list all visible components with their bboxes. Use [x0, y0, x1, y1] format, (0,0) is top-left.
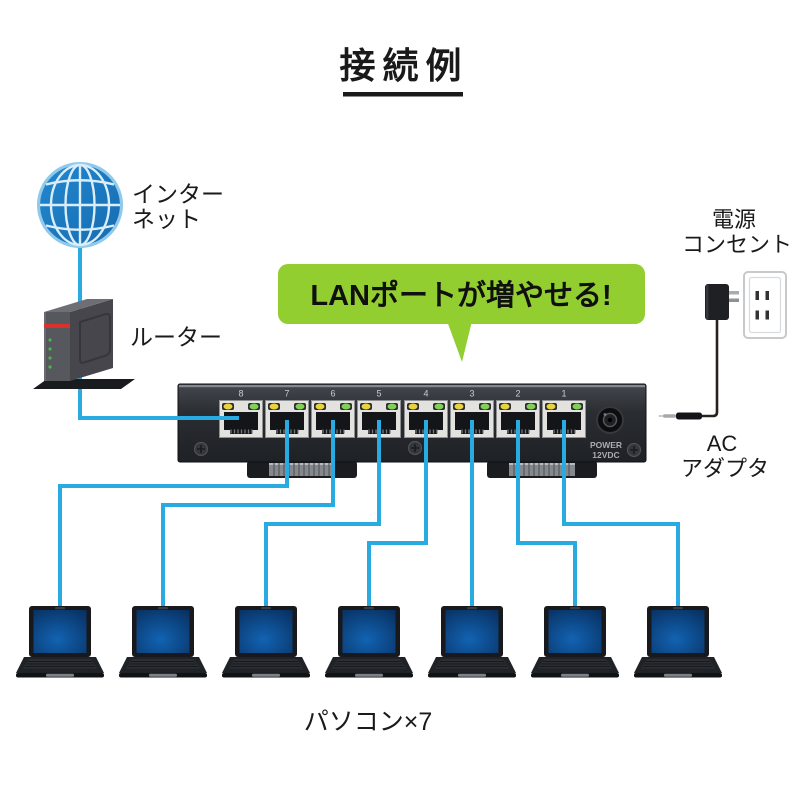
port-number-8: 8 — [238, 389, 243, 399]
callout-text: LANポートが増やせる! — [310, 278, 611, 312]
switch-foot-left — [246, 460, 358, 479]
wall-outlet-icon — [743, 271, 787, 339]
cable-port4-pc4 — [367, 420, 428, 614]
laptops — [15, 605, 723, 678]
laptop-icon-7 — [633, 605, 723, 678]
screw-icon — [193, 441, 209, 457]
router-icon — [33, 299, 135, 389]
port-number-3: 3 — [469, 389, 474, 399]
callout-rect — [278, 264, 645, 324]
port-number-6: 6 — [330, 389, 335, 399]
router-label: ルーター — [130, 324, 222, 350]
laptop-icon-5 — [427, 605, 517, 678]
port-number-4: 4 — [423, 389, 428, 399]
ac-adapter-label-line1: AC — [707, 431, 738, 456]
outlet-label-line2: コンセント — [682, 232, 792, 257]
ac-adapter-icon — [658, 284, 739, 420]
internet-globe-icon — [37, 162, 123, 248]
power-jack — [596, 406, 624, 434]
screw-icon — [407, 440, 423, 456]
port-number-7: 7 — [284, 389, 289, 399]
internet-label-line2: ネット — [132, 206, 201, 232]
cable-port6-pc2 — [161, 420, 335, 614]
cable-port7-pc1 — [58, 420, 289, 614]
outlet-label-line1: 電源 — [712, 207, 756, 232]
title-underline — [343, 92, 463, 97]
port-number-2: 2 — [515, 389, 520, 399]
cable-port5-pc3 — [264, 420, 381, 614]
router-red-stripe — [44, 324, 70, 328]
screw-icon — [626, 442, 642, 458]
port-number-5: 5 — [376, 389, 381, 399]
ac-adapter-label-line2: アダプタ — [681, 456, 769, 481]
laptop-icon-4 — [324, 605, 414, 678]
power-label-line1: POWER — [590, 440, 622, 450]
switch-foot-right — [486, 460, 598, 479]
internet-label-line1: インター — [132, 181, 224, 207]
laptop-icon-6 — [530, 605, 620, 678]
adapter-cord — [702, 320, 719, 418]
switch-device: 8 7 6 5 4 3 2 1 POWER 12VDC — [177, 383, 647, 479]
page-title: 接続例 — [339, 45, 468, 86]
laptop-icon-1 — [15, 605, 105, 678]
cable-port2-pc6 — [516, 420, 577, 614]
switch-top-highlight — [179, 385, 645, 388]
callout-bubble: LANポートが増やせる! — [278, 264, 645, 362]
ethernet-cables — [58, 246, 680, 614]
callout-tail — [447, 321, 472, 362]
power-label-line2: 12VDC — [592, 450, 619, 460]
cable-port1-pc7 — [562, 420, 680, 614]
laptop-icon-3 — [221, 605, 311, 678]
laptop-icon-2 — [118, 605, 208, 678]
dc-plug — [676, 412, 702, 420]
port-number-1: 1 — [561, 389, 566, 399]
pc-count-label: パソコン×7 — [304, 708, 433, 736]
